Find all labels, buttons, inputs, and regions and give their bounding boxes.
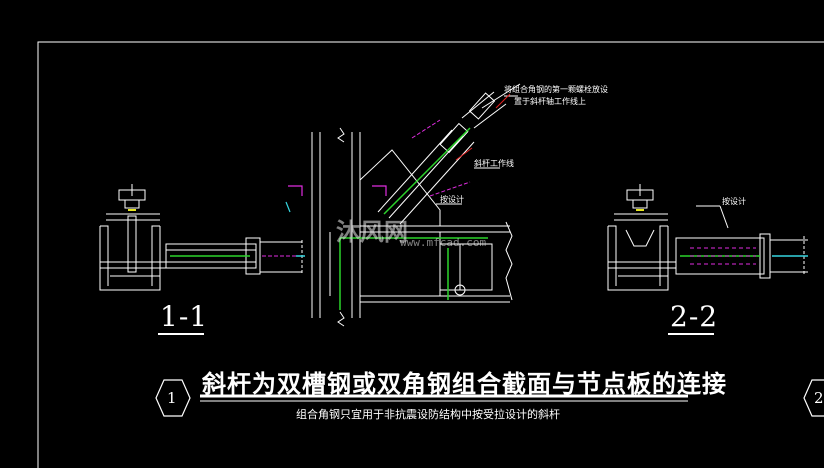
watermark-brand: 沐风网 bbox=[336, 218, 408, 246]
section-2-2-bolts bbox=[636, 209, 808, 265]
drawing-title: 斜杆为双槽钢或双角钢组合截面与节点板的连接 bbox=[202, 370, 727, 398]
section-1-1-bolt-line bbox=[128, 209, 305, 257]
drawing-subtitle: 组合角钢只宜用于非抗震设防结构中按受拉设计的斜杆 bbox=[296, 408, 560, 421]
detail-number-left: 1 bbox=[167, 389, 177, 407]
note-workline: 斜杆工作线 bbox=[474, 159, 514, 168]
note-design-center: 按设计 bbox=[440, 195, 464, 204]
center-elevation-view bbox=[311, 83, 521, 327]
section-label-1-1: 1-1 bbox=[160, 300, 209, 333]
section-2-2-view bbox=[607, 184, 808, 291]
note-first-bolt-line2: 置于斜杆轴工作线上 bbox=[514, 97, 586, 106]
section-1-1-view bbox=[99, 184, 303, 291]
note-design-right: 按设计 bbox=[722, 197, 746, 206]
detail-marker-right bbox=[803, 379, 824, 417]
center-colored-lines bbox=[285, 93, 511, 310]
note-first-bolt: 将组合角钢的第一颗螺栓放设 bbox=[504, 85, 608, 94]
detail-marker-left bbox=[155, 379, 191, 417]
detail-number-right: 2 bbox=[814, 389, 824, 407]
watermark-url: www.mfcad.com bbox=[400, 236, 487, 249]
drawing-frame bbox=[37, 41, 824, 468]
section-label-2-2: 2-2 bbox=[670, 300, 719, 333]
